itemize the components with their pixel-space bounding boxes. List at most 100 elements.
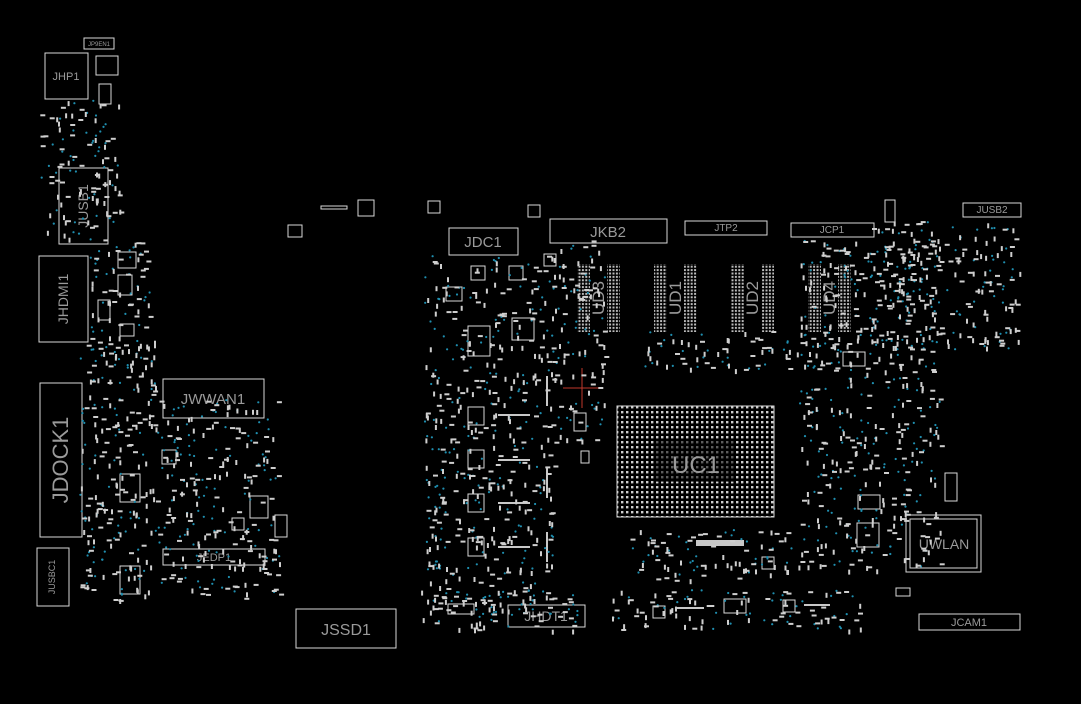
smd-part[interactable] xyxy=(118,324,124,327)
smd-part[interactable] xyxy=(863,256,869,259)
smd-part[interactable] xyxy=(862,277,868,280)
smd-part[interactable] xyxy=(519,570,522,576)
smd-part[interactable] xyxy=(973,258,979,261)
smd-part[interactable] xyxy=(485,288,488,294)
smd-part[interactable] xyxy=(551,256,554,262)
smd-part[interactable] xyxy=(736,610,739,615)
smd-part[interactable] xyxy=(700,564,706,567)
smd-part[interactable] xyxy=(497,485,500,491)
smd-part[interactable] xyxy=(56,117,59,123)
smd-part[interactable] xyxy=(509,433,512,439)
smd-part[interactable] xyxy=(896,538,902,540)
smd-part[interactable] xyxy=(817,491,823,494)
smd-part[interactable] xyxy=(449,423,455,426)
smd-part[interactable] xyxy=(267,573,272,576)
smd-part[interactable] xyxy=(836,352,839,358)
smd-part[interactable] xyxy=(933,516,939,519)
smd-part[interactable] xyxy=(486,362,489,368)
smd-part[interactable] xyxy=(887,529,893,532)
smd-part[interactable] xyxy=(560,249,563,254)
smd-part[interactable] xyxy=(769,573,772,579)
smd-part[interactable] xyxy=(548,487,551,493)
smd-part[interactable] xyxy=(1009,278,1015,281)
smd-part[interactable] xyxy=(810,240,816,243)
smd-part[interactable] xyxy=(815,622,821,625)
smd-part[interactable] xyxy=(91,286,94,292)
smd-part[interactable] xyxy=(72,155,78,158)
smd-part[interactable] xyxy=(487,599,493,602)
smd-part[interactable] xyxy=(458,627,461,633)
smd-part[interactable] xyxy=(573,288,576,294)
smd-part[interactable] xyxy=(830,407,833,413)
smd-part[interactable] xyxy=(684,624,686,630)
smd-part[interactable] xyxy=(892,241,895,247)
smd-part[interactable] xyxy=(219,466,225,468)
smd-part[interactable] xyxy=(96,200,99,206)
smd-part[interactable] xyxy=(796,625,802,628)
smd-part[interactable] xyxy=(523,612,528,615)
smd-part[interactable] xyxy=(421,590,424,596)
smd-part[interactable] xyxy=(530,571,533,576)
smd-part[interactable] xyxy=(889,282,892,288)
smd-part[interactable] xyxy=(1019,271,1022,277)
smd-part[interactable] xyxy=(854,451,857,457)
smd-part[interactable] xyxy=(689,579,692,585)
smd-part[interactable] xyxy=(242,535,245,541)
smd-part[interactable] xyxy=(70,124,76,126)
smd-part[interactable] xyxy=(476,535,479,541)
smd-part[interactable] xyxy=(804,364,807,370)
smd-part[interactable] xyxy=(153,424,159,427)
smd-part[interactable] xyxy=(920,348,926,351)
smd-part[interactable] xyxy=(138,375,144,378)
smd-part[interactable] xyxy=(884,294,887,300)
smd-part[interactable] xyxy=(136,383,139,389)
smd-part[interactable] xyxy=(137,285,139,291)
smd-part[interactable] xyxy=(118,399,124,402)
smd-part[interactable] xyxy=(534,353,536,359)
smd-part[interactable] xyxy=(921,386,924,392)
smd-part[interactable] xyxy=(118,431,124,434)
smd-part[interactable] xyxy=(572,374,575,380)
smd-part[interactable] xyxy=(40,135,46,138)
smd-part[interactable] xyxy=(109,352,115,355)
smd-part[interactable] xyxy=(932,371,937,373)
smd-part[interactable] xyxy=(974,236,977,242)
smd-part[interactable] xyxy=(551,347,557,350)
smd-part[interactable] xyxy=(1012,228,1015,234)
smd-part[interactable] xyxy=(996,283,1002,286)
smd-part[interactable] xyxy=(95,512,98,518)
smd-part[interactable] xyxy=(442,469,444,474)
smd-part[interactable] xyxy=(460,392,466,395)
smd-part[interactable] xyxy=(947,344,950,349)
smd-part[interactable] xyxy=(662,611,665,616)
smd-part[interactable] xyxy=(704,362,710,365)
smd-part[interactable] xyxy=(647,346,650,352)
smd-part[interactable] xyxy=(920,382,923,387)
smd-part[interactable] xyxy=(467,421,473,424)
smd-part[interactable] xyxy=(139,343,142,349)
smd-part[interactable] xyxy=(863,546,866,551)
smd-part[interactable] xyxy=(118,336,121,342)
smd-part[interactable] xyxy=(499,602,502,608)
smd-part[interactable] xyxy=(96,438,99,444)
smd-part[interactable] xyxy=(172,496,175,502)
smd-part[interactable] xyxy=(563,353,566,359)
smd-part[interactable] xyxy=(542,334,545,340)
smd-part[interactable] xyxy=(634,615,640,618)
smd-part[interactable] xyxy=(854,270,857,276)
smd-part[interactable] xyxy=(49,182,55,185)
smd-part[interactable] xyxy=(490,486,493,492)
smd-part[interactable] xyxy=(46,230,49,236)
smd-part[interactable] xyxy=(807,424,812,427)
smd-part[interactable] xyxy=(832,549,835,555)
smd-part[interactable] xyxy=(666,595,672,598)
smd-part[interactable] xyxy=(916,511,922,514)
smd-part[interactable] xyxy=(935,430,938,435)
smd-part[interactable] xyxy=(463,499,469,502)
smd-part[interactable] xyxy=(253,441,259,444)
smd-part[interactable] xyxy=(910,264,916,266)
smd-part[interactable] xyxy=(239,538,245,541)
smd-part[interactable] xyxy=(901,256,907,259)
smd-part[interactable] xyxy=(130,498,136,501)
smd-part[interactable] xyxy=(890,331,896,334)
